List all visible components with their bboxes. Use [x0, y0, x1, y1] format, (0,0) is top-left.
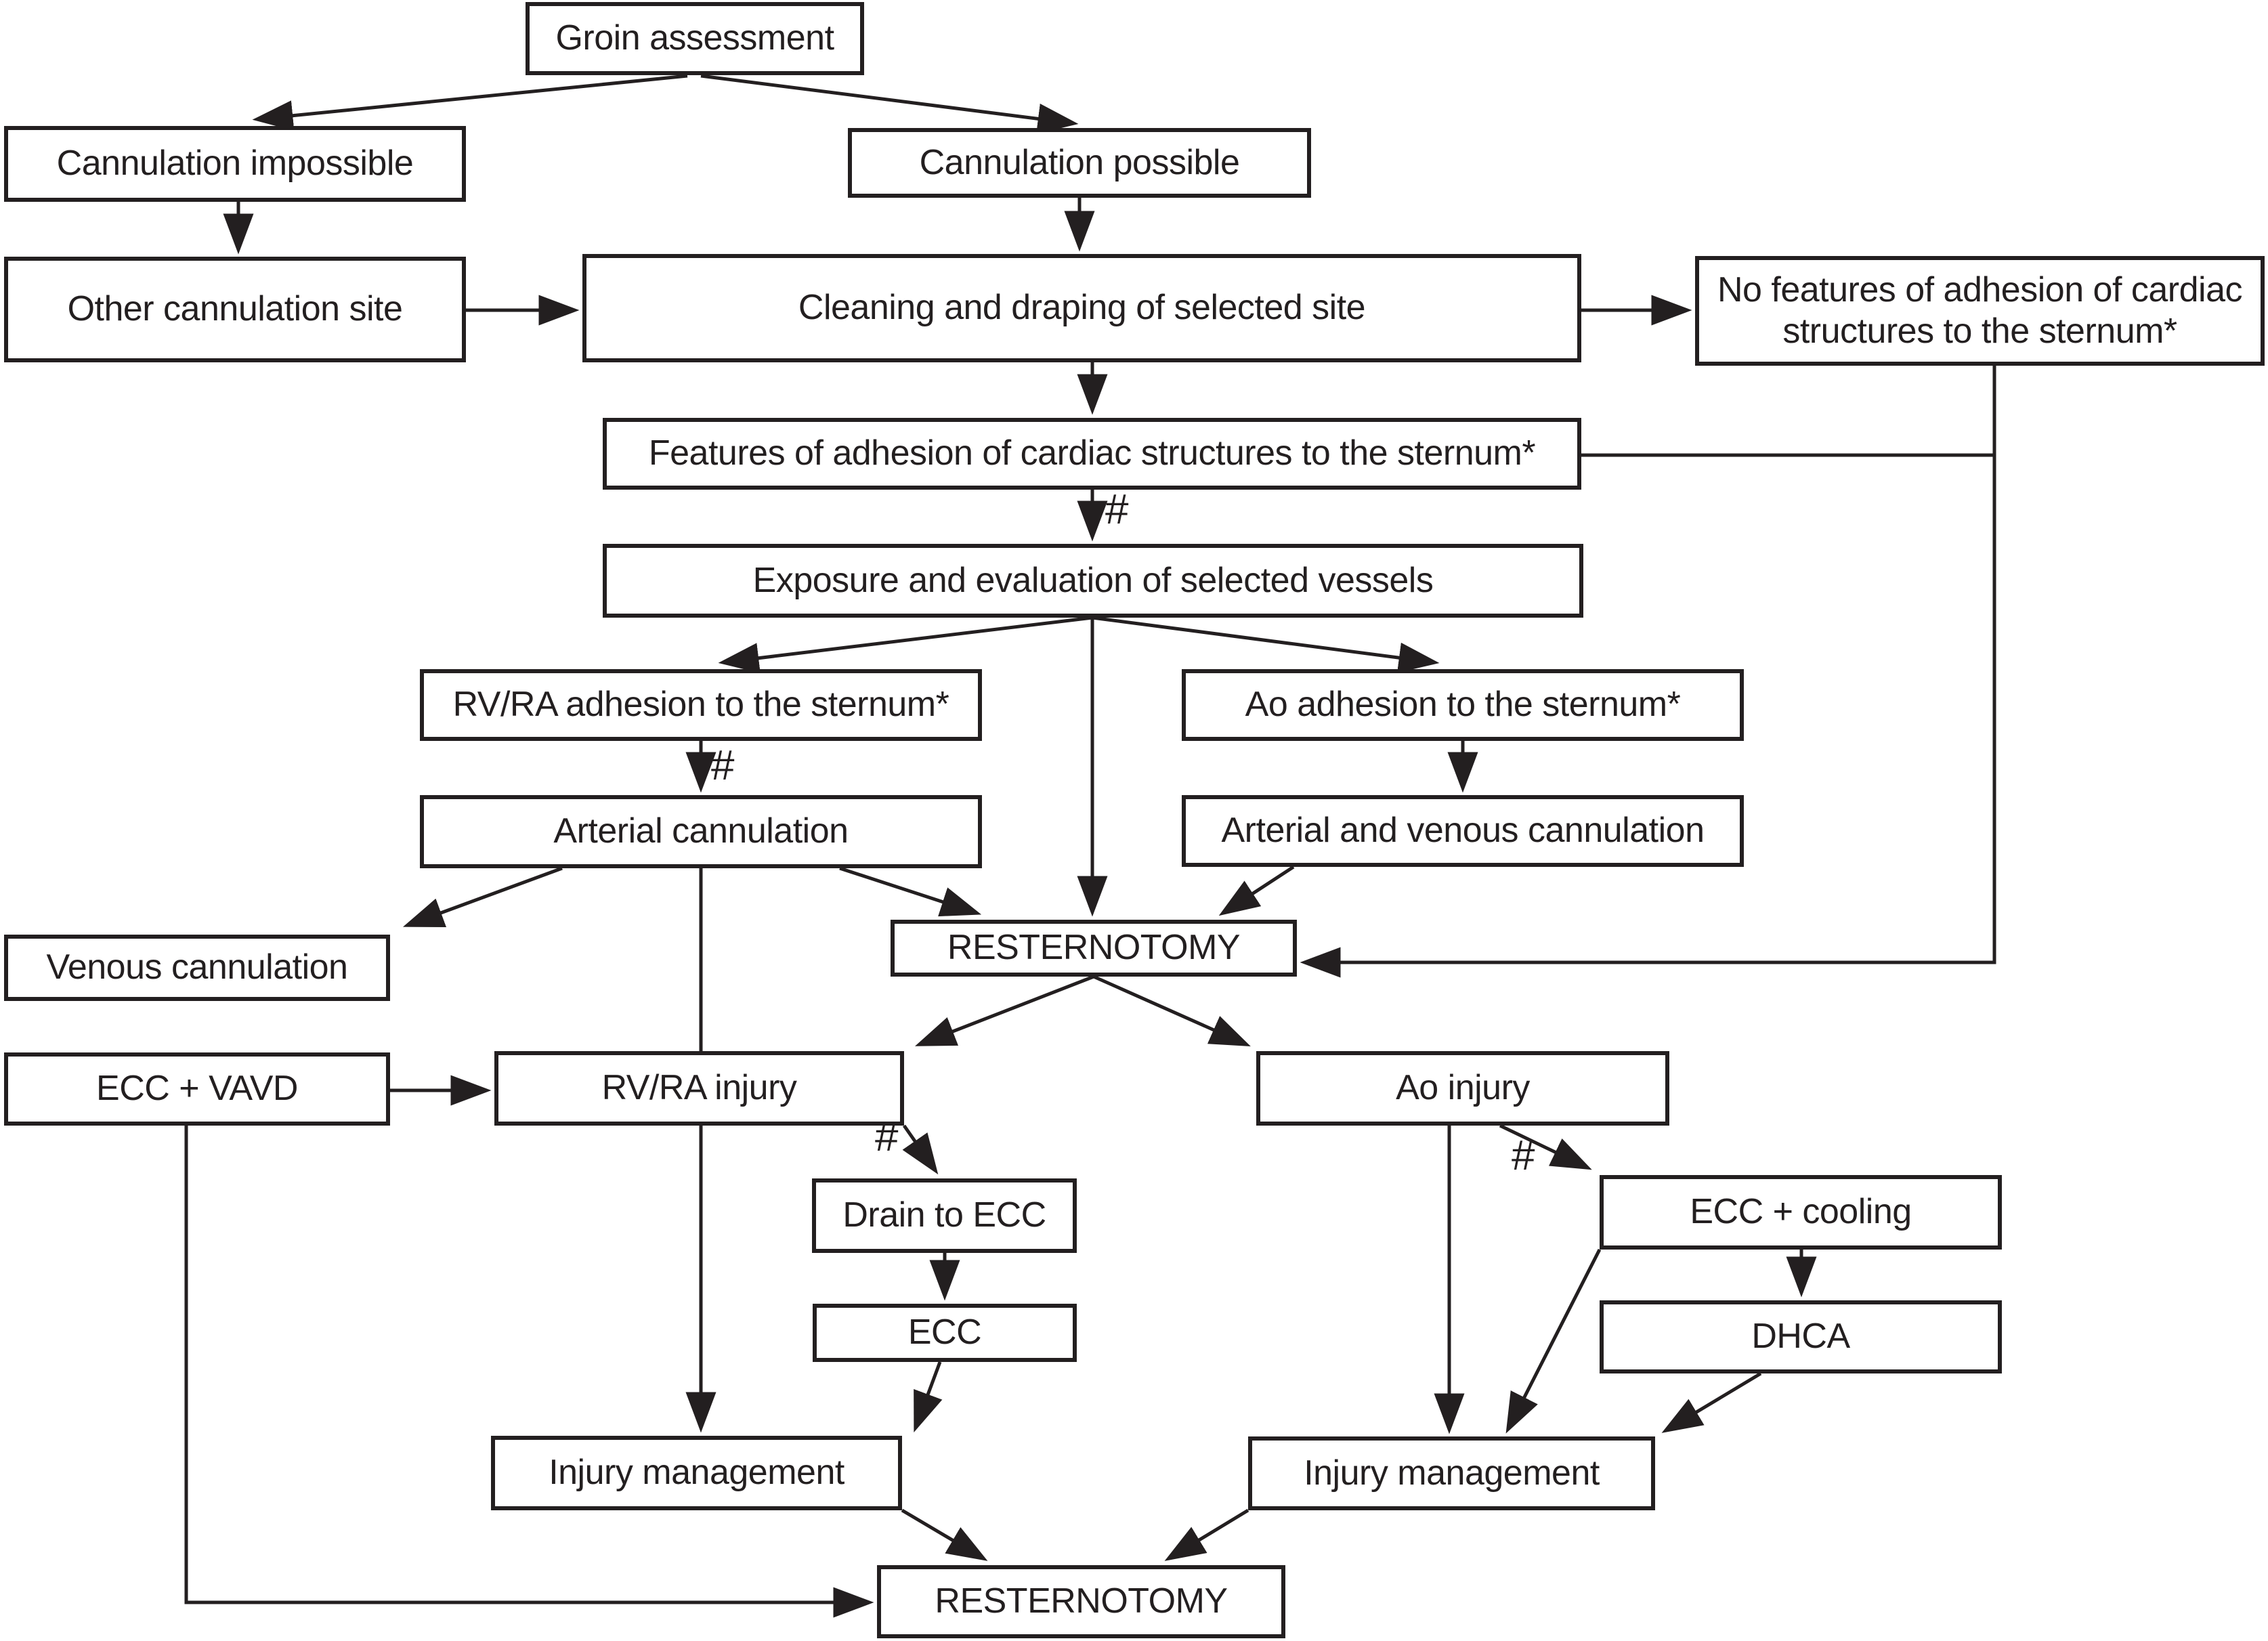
- node-arterial-cannulation: Arterial cannulation: [420, 795, 982, 868]
- hash-annotation-features-arrow: #: [1105, 486, 1129, 533]
- arrow-no-features-to-resternotomy: [1300, 366, 1996, 978]
- arrow-ecc-vavd-to-resternotomy-bottom: [184, 1126, 874, 1618]
- node-ao-injury: Ao injury: [1256, 1051, 1669, 1126]
- hash-annotation-rvra-injury-arrow: #: [875, 1113, 899, 1160]
- node-ecc: ECC: [813, 1304, 1077, 1362]
- node-no-features-of-adhesion: No features of adhesion of cardiac struc…: [1695, 256, 2265, 366]
- arrow-rvra-injury-to-drain: [902, 1124, 939, 1175]
- arrow-groin-to-cannulation-possible: [700, 74, 1079, 134]
- node-injury-management-right: Injury management: [1248, 1436, 1655, 1510]
- arrow-arterial-to-resternotomy: [839, 866, 982, 917]
- arrow-resternotomy-to-rvra-injury: [915, 975, 1094, 1046]
- arrow-ao-injury-to-ecc-cooling: [1499, 1124, 1592, 1170]
- arrow-arterial-to-venous: [402, 866, 563, 927]
- arrow-exposure-to-rvra-adhesion: [718, 616, 1093, 674]
- node-drain-to-ecc: Drain to ECC: [812, 1178, 1077, 1253]
- arrow-injury-management-left-to-resternotomy-bottom: [901, 1508, 988, 1561]
- arrow-ecc-cooling-to-injury-management-right: [1505, 1248, 1602, 1434]
- arrow-dhca-to-injury-management-right: [1661, 1371, 1762, 1433]
- node-ecc-vavd: ECC + VAVD: [4, 1052, 390, 1126]
- hash-annotation-ao-injury-arrow: #: [1512, 1132, 1535, 1179]
- node-groin-assessment: Groin assessment: [526, 2, 864, 75]
- hash-annotation-rvra-adh-arrow: #: [711, 742, 735, 789]
- node-resternotomy-bottom: RESTERNOTOMY: [877, 1565, 1285, 1638]
- node-dhca: DHCA: [1600, 1300, 2002, 1373]
- arrow-ecc-to-injury-management-left: [914, 1361, 943, 1433]
- arrow-groin-to-cannulation-impossible: [252, 74, 688, 131]
- node-rvra-injury: RV/RA injury: [494, 1051, 904, 1126]
- arrow-art-ven-to-resternotomy: [1218, 865, 1295, 916]
- node-venous-cannulation: Venous cannulation: [4, 935, 390, 1001]
- node-ao-adhesion: Ao adhesion to the sternum*: [1182, 669, 1744, 741]
- node-features-of-adhesion: Features of adhesion of cardiac structur…: [603, 418, 1581, 490]
- node-other-cannulation-site: Other cannulation site: [4, 257, 466, 362]
- arrow-exposure-to-ao-adhesion: [1092, 616, 1440, 673]
- node-injury-management-left: Injury management: [491, 1436, 902, 1510]
- arrow-injury-management-right-to-resternotomy-bottom: [1164, 1508, 1249, 1561]
- node-cannulation-impossible: Cannulation impossible: [4, 126, 466, 202]
- arrow-resternotomy-to-ao-injury: [1092, 975, 1251, 1047]
- node-cleaning-and-draping: Cleaning and draping of selected site: [582, 254, 1581, 362]
- node-rvra-adhesion: RV/RA adhesion to the sternum*: [420, 669, 982, 741]
- node-ecc-cooling: ECC + cooling: [1600, 1175, 2002, 1250]
- node-exposure-and-evaluation: Exposure and evaluation of selected vess…: [603, 544, 1583, 618]
- node-arterial-venous-cannulation: Arterial and venous cannulation: [1182, 795, 1744, 867]
- node-cannulation-possible: Cannulation possible: [848, 128, 1311, 198]
- node-resternotomy-mid: RESTERNOTOMY: [891, 920, 1297, 977]
